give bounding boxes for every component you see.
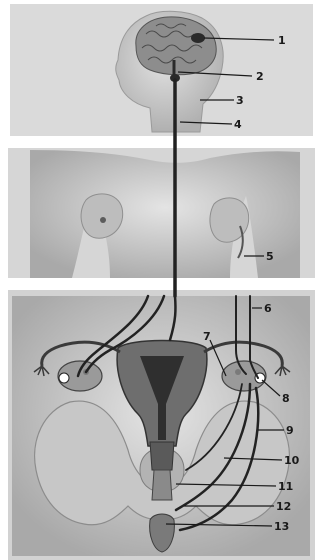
label-13: 13: [274, 520, 289, 533]
left-nipple: [100, 217, 106, 223]
label-5: 5: [266, 250, 274, 263]
label-11: 11: [278, 480, 293, 493]
vagina: [152, 470, 172, 500]
label-8: 8: [282, 392, 290, 405]
head-panel: [10, 4, 313, 136]
torso-silhouette: [30, 150, 300, 278]
label-12: 12: [276, 500, 291, 513]
hypothalamus: [191, 33, 205, 43]
label-3: 3: [236, 94, 244, 107]
cervix: [150, 442, 174, 470]
label-7: 7: [203, 330, 211, 343]
label-6: 6: [264, 302, 272, 315]
pelvis-panel: [8, 290, 315, 560]
label-1: 1: [278, 34, 286, 47]
label-4: 4: [234, 118, 242, 131]
label-10: 10: [284, 454, 300, 467]
right-ovary-spot: [235, 369, 241, 375]
label-9: 9: [286, 424, 294, 437]
left-follicle: [59, 373, 69, 383]
label-2: 2: [256, 70, 264, 83]
